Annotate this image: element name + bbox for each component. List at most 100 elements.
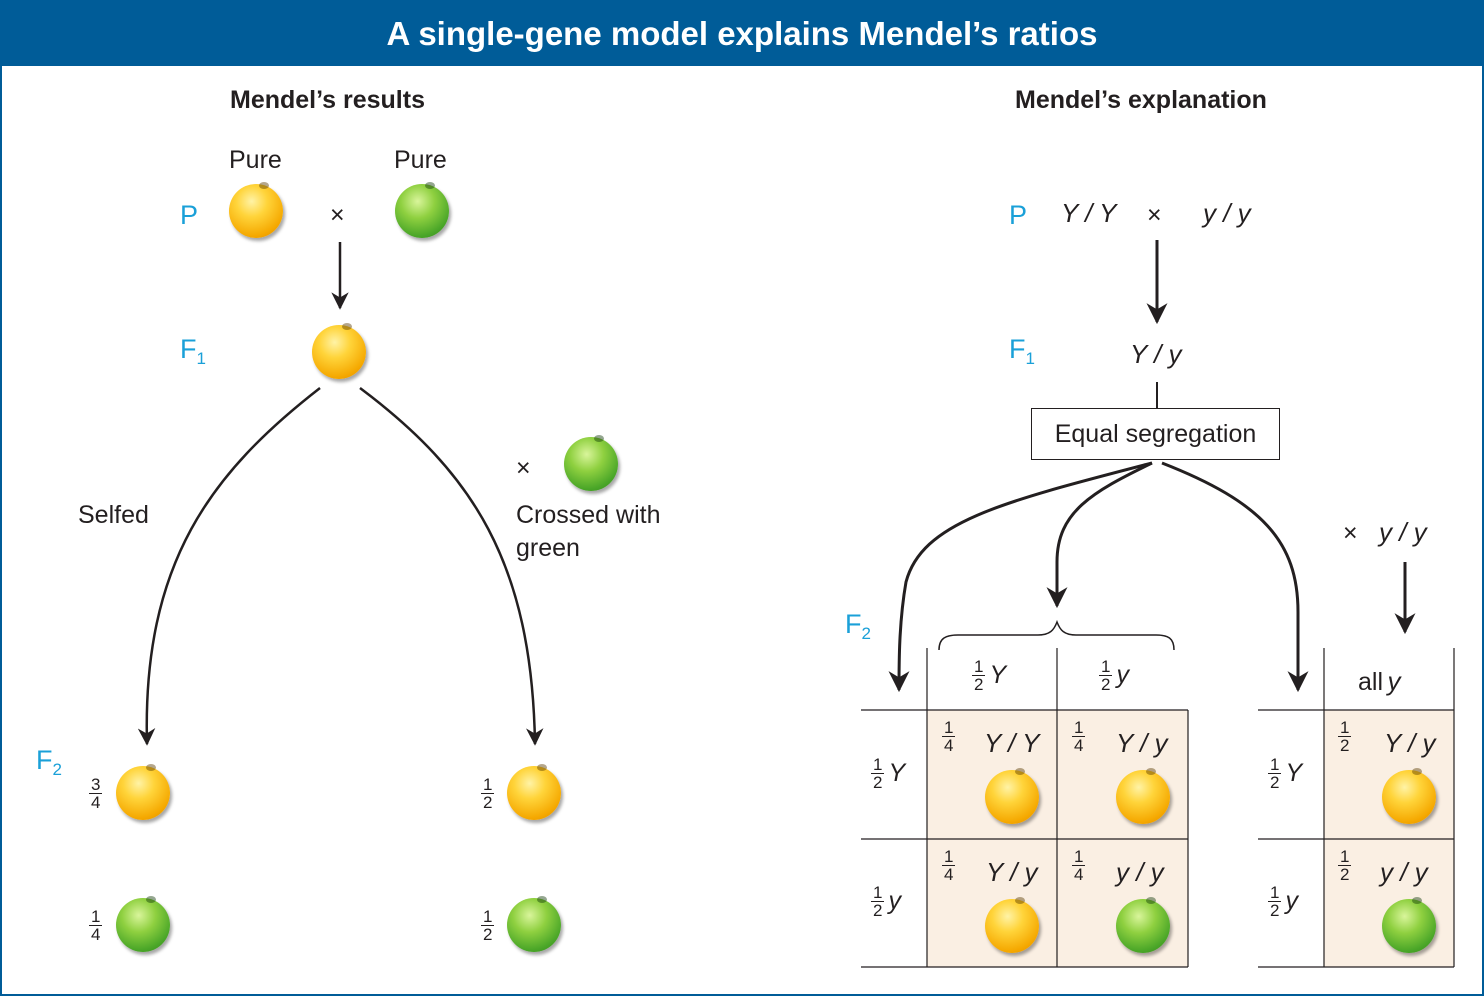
punnett-cell-genotype: Y / Y (984, 728, 1040, 758)
testcross-genotype: y / y (1379, 517, 1427, 547)
f1-genotype: Y / y (1130, 339, 1182, 369)
f1-letter: F (1009, 334, 1026, 364)
frac-den: 2 (1270, 901, 1280, 920)
crossed-cross-symbol: × (516, 454, 531, 482)
left-heading: Mendel’s results (230, 86, 425, 114)
frac-den: 4 (91, 925, 101, 944)
left-p-label: P (180, 200, 199, 230)
f1-subscript: 1 (196, 349, 206, 368)
frac-den: 4 (1074, 736, 1084, 755)
punnett-cell-pea (1116, 897, 1170, 953)
frac-num: 1 (972, 657, 986, 676)
crossed-fraction-green: 1 2 (481, 907, 495, 943)
punnett-cell-genotype: Y / y (986, 857, 1038, 887)
segregation-label: Equal segregation (1054, 419, 1257, 448)
frac-den: 2 (873, 901, 883, 920)
frac-num: 1 (1338, 718, 1352, 737)
frac-num: 1 (1268, 755, 1282, 774)
right-f2-label: F2 (845, 609, 871, 644)
f1-subscript: 1 (1025, 349, 1035, 368)
frac-num: 3 (89, 775, 103, 794)
frac-num: 1 (1268, 883, 1282, 902)
frac-num: 1 (871, 883, 885, 902)
p-yellow-pea (229, 182, 283, 238)
frac-den: 2 (1101, 675, 1111, 694)
allele: y (1387, 666, 1401, 696)
frac-den: 2 (1270, 773, 1280, 792)
testcross-cell-pea (1382, 768, 1436, 824)
testcross-grid (1258, 648, 1455, 968)
right-f1-label: F1 (1009, 334, 1035, 369)
frac-num: 1 (1072, 718, 1086, 737)
frac-den: 2 (873, 773, 883, 792)
left-f2-label: F2 (36, 745, 62, 780)
selfed-arrow (137, 387, 321, 746)
allele: y (1285, 887, 1298, 915)
right-heading: Mendel’s explanation (1015, 86, 1267, 114)
selfed-yellow-pea (116, 764, 170, 820)
punnett-cell-pea (985, 897, 1039, 953)
tester-green-pea (564, 435, 618, 491)
p-genotype-recessive: y / y (1203, 198, 1251, 228)
testcross-cell-genotype: Y / y (1384, 728, 1436, 758)
frac-den: 2 (974, 675, 984, 694)
frac-den: 2 (1340, 865, 1350, 884)
frac-num: 1 (1338, 847, 1352, 866)
frac-den: 2 (1340, 736, 1350, 755)
figure-title: A single-gene model explains Mendel’s ra… (386, 15, 1098, 52)
frac-den: 4 (1074, 865, 1084, 884)
crossed-arrow (359, 387, 544, 746)
testcross-cell-pea (1382, 897, 1436, 953)
crossed-green-pea (507, 896, 561, 952)
all-label: all (1358, 668, 1384, 696)
selfed-label: Selfed (78, 501, 149, 529)
p-genotype-dominant: Y / Y (1061, 198, 1117, 228)
crossed-label-line1: Crossed with (516, 501, 661, 529)
frac-num: 1 (481, 907, 495, 926)
frac-den: 2 (483, 793, 493, 812)
punnett-cell-genotype: y / y (1116, 857, 1164, 887)
f2-letter: F (845, 609, 862, 639)
f1-letter: F (180, 334, 197, 364)
frac-num: 1 (89, 907, 103, 926)
to-punnett-rows-arrow (888, 461, 1153, 693)
frac-num: 1 (942, 847, 956, 866)
right-cross-symbol: × (1147, 201, 1162, 229)
selfed-green-pea (116, 896, 170, 952)
punnett-grid (861, 648, 1189, 968)
f2-subscript: 2 (52, 760, 62, 779)
pure-label-green: Pure (394, 146, 447, 174)
crossed-fraction-yellow: 1 2 (481, 776, 495, 812)
left-cross-symbol: × (330, 201, 345, 229)
pure-label-yellow: Pure (229, 146, 282, 174)
to-punnett-cols-arrow (1046, 461, 1153, 609)
punnett-cell-pea (985, 768, 1039, 824)
to-testcross-rows-arrow (1161, 461, 1309, 693)
right-p-label: P (1009, 200, 1028, 230)
punnett-cell-pea (1116, 768, 1170, 824)
frac-num: 1 (1099, 657, 1113, 676)
frac-num: 1 (871, 755, 885, 774)
allele: y (1116, 661, 1129, 689)
selfed-fraction-yellow: 3 4 (89, 775, 103, 811)
segregation-box: Equal segregation (1031, 408, 1280, 460)
f1-yellow-pea (312, 323, 366, 379)
p-green-pea (395, 182, 449, 238)
frac-den: 4 (944, 736, 954, 755)
crossed-yellow-pea (507, 764, 561, 820)
f2-subscript: 2 (861, 624, 871, 643)
testcross-col-header: all y (1358, 666, 1400, 697)
